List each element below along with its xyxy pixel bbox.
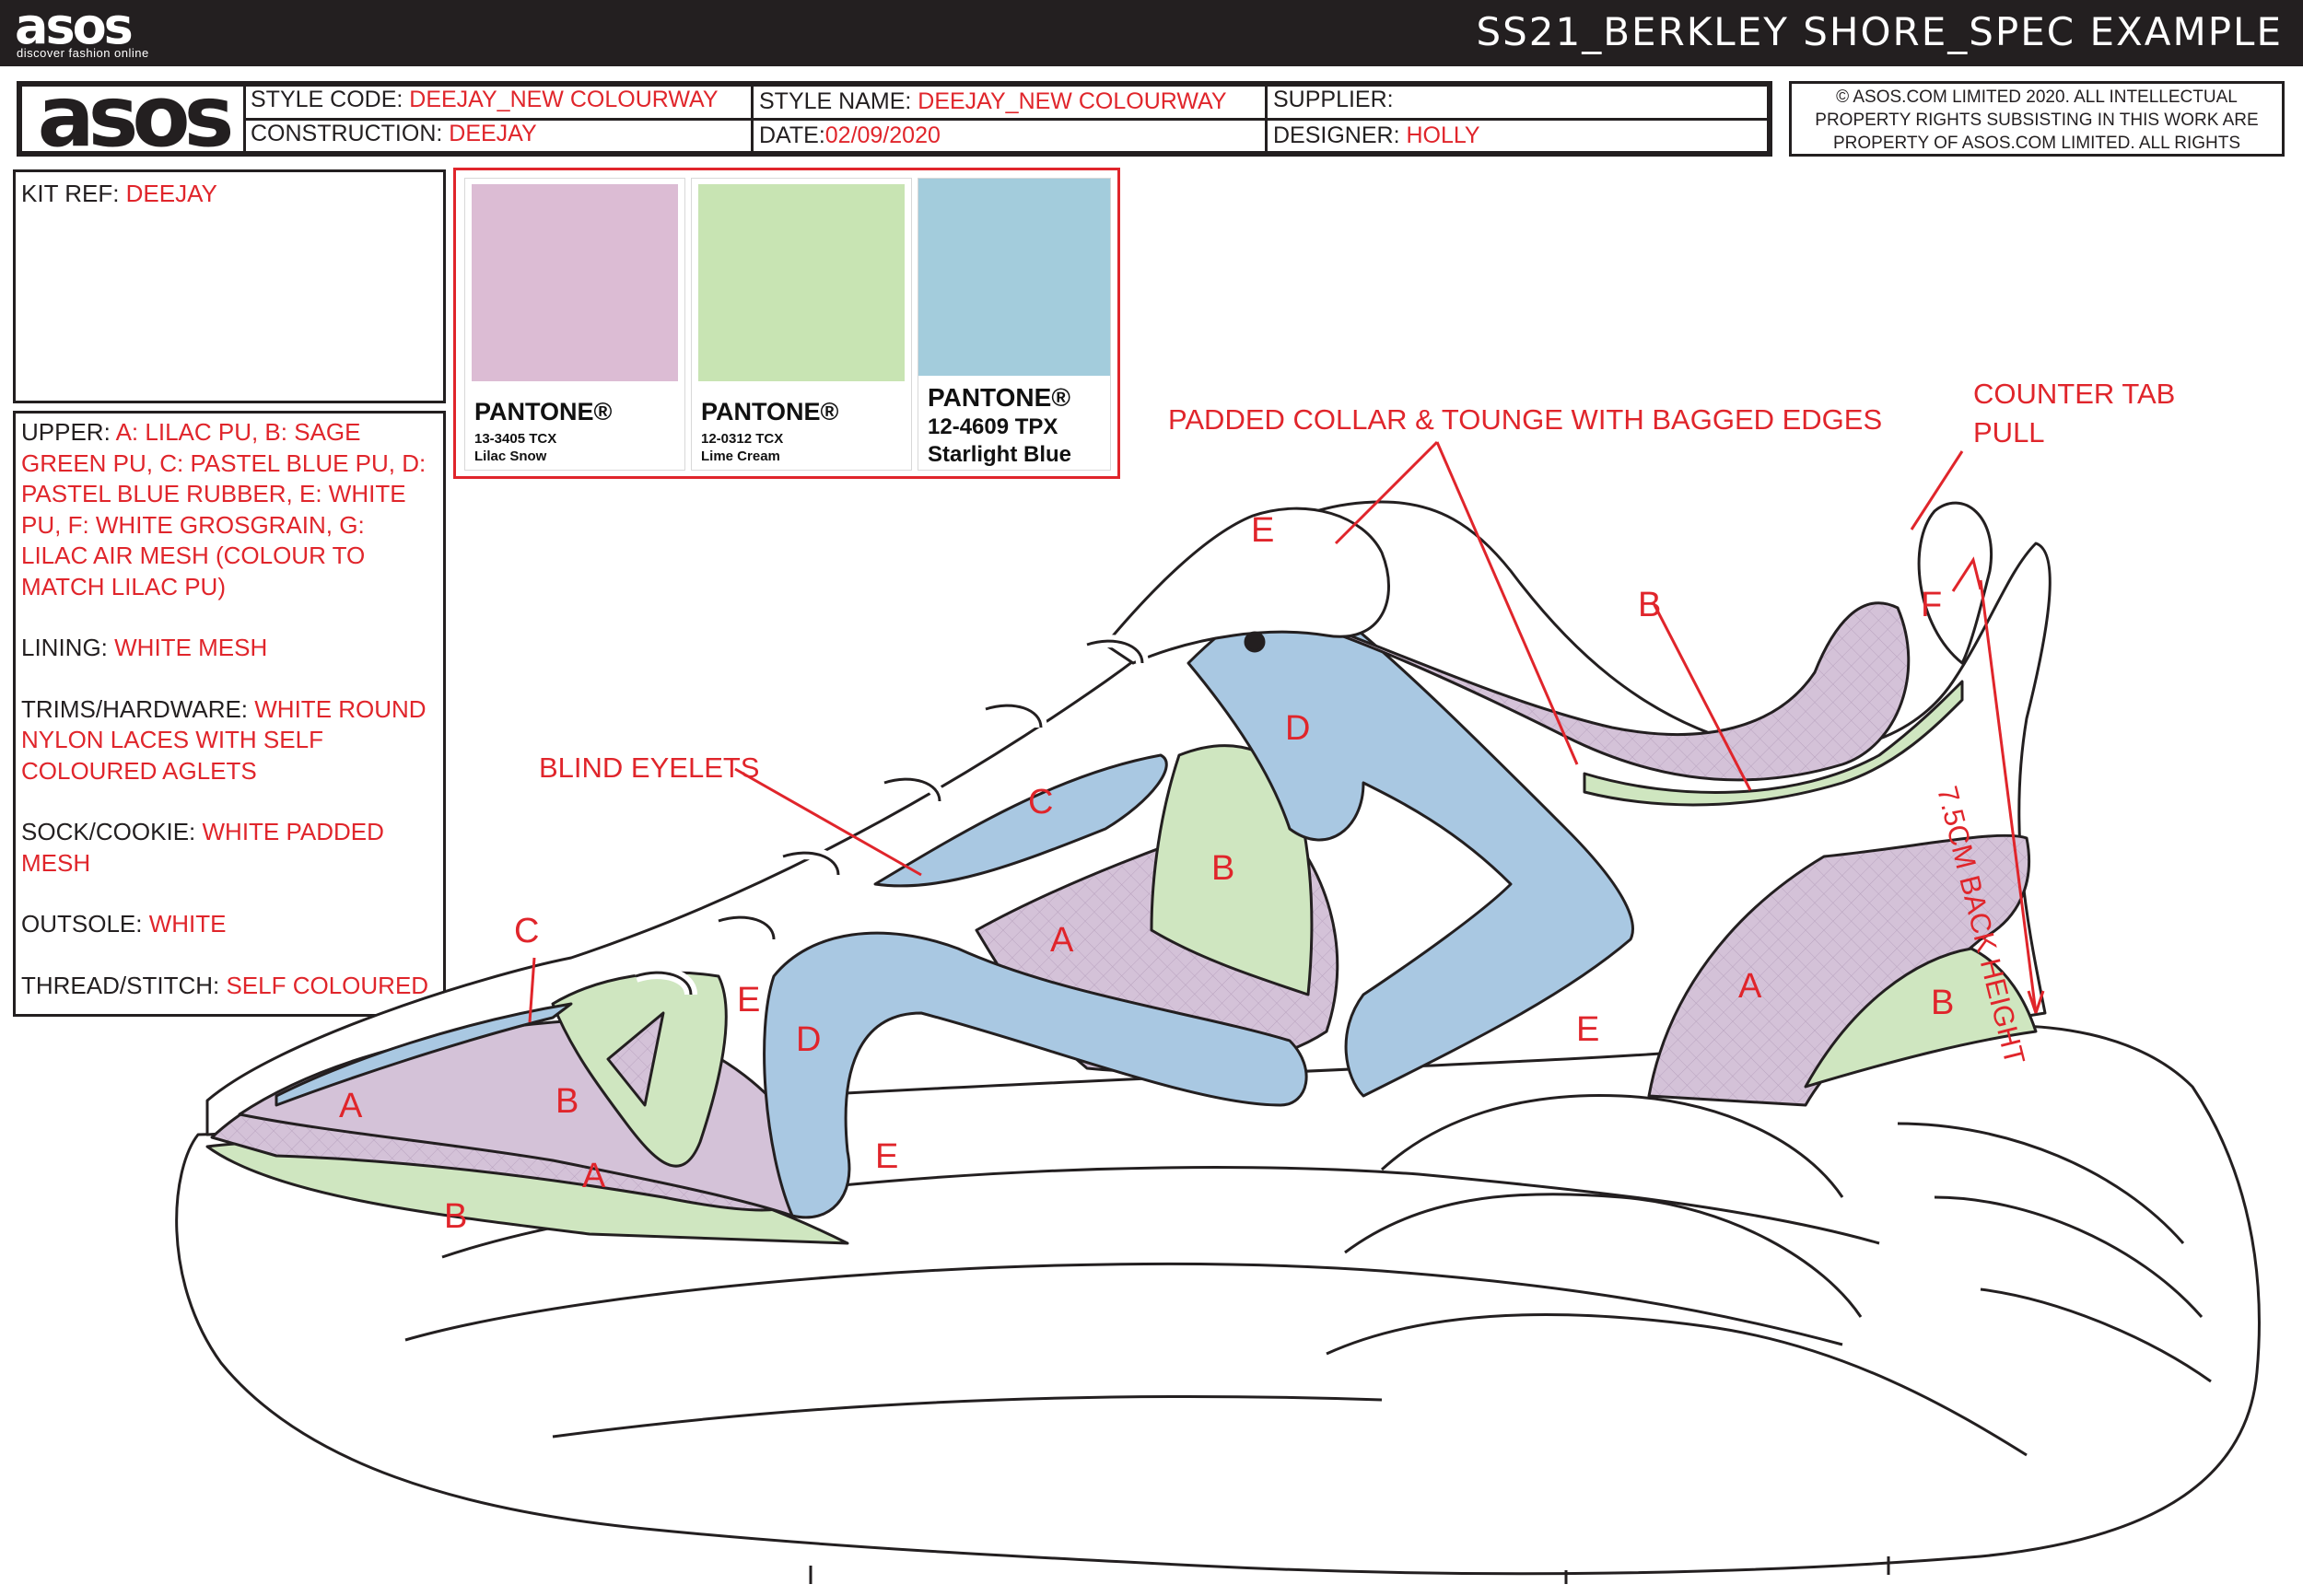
swatch-color — [698, 184, 905, 381]
panel-label-c: C — [1028, 783, 1054, 821]
panel-label-b: B — [1211, 849, 1235, 888]
panel-label-e: E — [1576, 1010, 1600, 1049]
panel-c-toe — [275, 1002, 573, 1107]
swatch-code: 12-4609 TPX — [928, 414, 1058, 439]
header-divider — [751, 87, 754, 151]
pull-tab-f — [1917, 501, 1993, 665]
counter-tab-annotation-line2: PULL — [1973, 416, 2045, 449]
panel-label-e: E — [1251, 511, 1275, 550]
panel-a-collar — [1223, 597, 1911, 782]
panel-label-d: D — [1285, 709, 1311, 748]
counter-tab-annotation: COUNTER TAB — [1973, 378, 2176, 410]
panel-d-rubber — [763, 931, 1308, 1219]
panel-label-c: C — [514, 912, 540, 950]
header-divider — [1265, 87, 1268, 151]
document-title: SS21_BERKLEY SHORE_SPEC EXAMPLE — [1476, 9, 2283, 54]
pantone-swatches: PANTONE® 13-3405 TCX Lilac Snow PANTONE®… — [453, 168, 1120, 479]
kit-ref-value: DEEJAY — [125, 180, 217, 207]
panel-label-f: F — [1921, 586, 1943, 624]
panel-label-e: E — [875, 1137, 899, 1176]
swatch-code: 13-3405 TCX — [474, 431, 557, 447]
panel-d-heel — [1187, 596, 1634, 1098]
asos-header-logo: asos — [22, 75, 246, 159]
swatch-card: PANTONE® 13-3405 TCX Lilac Snow — [464, 178, 685, 471]
style-name-value: DEEJAY_NEW COLOURWAY — [918, 88, 1227, 114]
upper-spec: UPPER: A: LILAC PU, B: SAGE GREEN PU, C:… — [21, 418, 427, 600]
panel-label-d: D — [796, 1020, 822, 1059]
swatch-color — [472, 184, 678, 381]
supplier-field: SUPPLIER: — [1273, 87, 1394, 112]
date-value: 02/09/2020 — [824, 122, 941, 148]
lining-spec: LINING: WHITE MESH — [21, 634, 268, 661]
panel-label-b: B — [555, 1082, 579, 1121]
swatch-card: PANTONE® 12-4609 TPX Starlight Blue — [918, 178, 1111, 471]
swatch-brand: PANTONE® — [474, 398, 613, 425]
swatch-brand: PANTONE® — [701, 398, 839, 425]
panel-label-b: B — [1638, 586, 1662, 624]
swatch-brand: PANTONE® — [928, 383, 1070, 412]
panel-label-a: A — [339, 1087, 363, 1125]
header-divider — [243, 118, 1767, 121]
thread-spec: THREAD/STITCH: SELF COLOURED — [21, 971, 429, 999]
swatch-name: Lime Cream — [701, 449, 780, 464]
materials-spec-box: UPPER: A: LILAC PU, B: SAGE GREEN PU, C:… — [13, 411, 446, 1017]
designer-value: HOLLY — [1406, 122, 1480, 148]
panel-label-a: A — [1738, 967, 1762, 1006]
swatch-card: PANTONE® 12-0312 TCX Lime Cream — [691, 178, 912, 471]
asos-tagline: discover fashion online — [17, 46, 149, 60]
panel-label-a: A — [582, 1157, 606, 1195]
panel-label-b: B — [444, 1197, 468, 1236]
sock-spec: SOCK/COOKIE: WHITE PADDED MESH — [21, 818, 384, 877]
swatch-color — [918, 179, 1110, 376]
date-field: DATE:02/09/2020 — [759, 122, 941, 148]
panel-label-b: B — [1931, 984, 1955, 1022]
kit-ref-box: KIT REF: DEEJAY — [13, 169, 446, 403]
panel-c-eyelet — [873, 753, 1168, 888]
asos-logo: asos — [15, 0, 134, 55]
panel-label-e: E — [737, 981, 761, 1019]
style-name-field: STYLE NAME: DEEJAY_NEW COLOURWAY — [759, 88, 1227, 114]
trims-spec: TRIMS/HARDWARE: WHITE ROUND NYLON LACES … — [21, 694, 427, 785]
kit-ref-label: KIT REF: — [21, 180, 126, 207]
padded-collar-annotation: PADDED COLLAR & TOUNGE WITH BAGGED EDGES — [1168, 403, 1883, 436]
blind-eyelets-annotation: BLIND EYELETS — [539, 751, 760, 784]
designer-field: DESIGNER: HOLLY — [1273, 122, 1480, 148]
panel-b-collar-trim — [1583, 680, 1964, 807]
copyright-notice: © ASOS.COM LIMITED 2020. ALL INTELLECTUA… — [1789, 81, 2285, 157]
style-code-value: DEEJAY_NEW COLOURWAY — [409, 87, 719, 112]
swatch-name: Lilac Snow — [474, 449, 547, 464]
top-bar: asos discover fashion online SS21_BERKLE… — [0, 0, 2303, 66]
outsole-spec: OUTSOLE: WHITE — [21, 910, 227, 938]
construction-field: CONSTRUCTION: DEEJAY — [251, 121, 537, 146]
construction-value: DEEJAY — [449, 121, 537, 146]
swatch-name: Starlight Blue — [928, 442, 1072, 467]
panel-b-heel — [1804, 947, 2038, 1089]
panel-label-a: A — [1050, 921, 1074, 960]
swatch-code: 12-0312 TCX — [701, 431, 784, 447]
spec-header-table: asos STYLE CODE: DEEJAY_NEW COLOURWAY CO… — [17, 75, 1772, 159]
style-code-field: STYLE CODE: DEEJAY_NEW COLOURWAY — [251, 87, 719, 112]
